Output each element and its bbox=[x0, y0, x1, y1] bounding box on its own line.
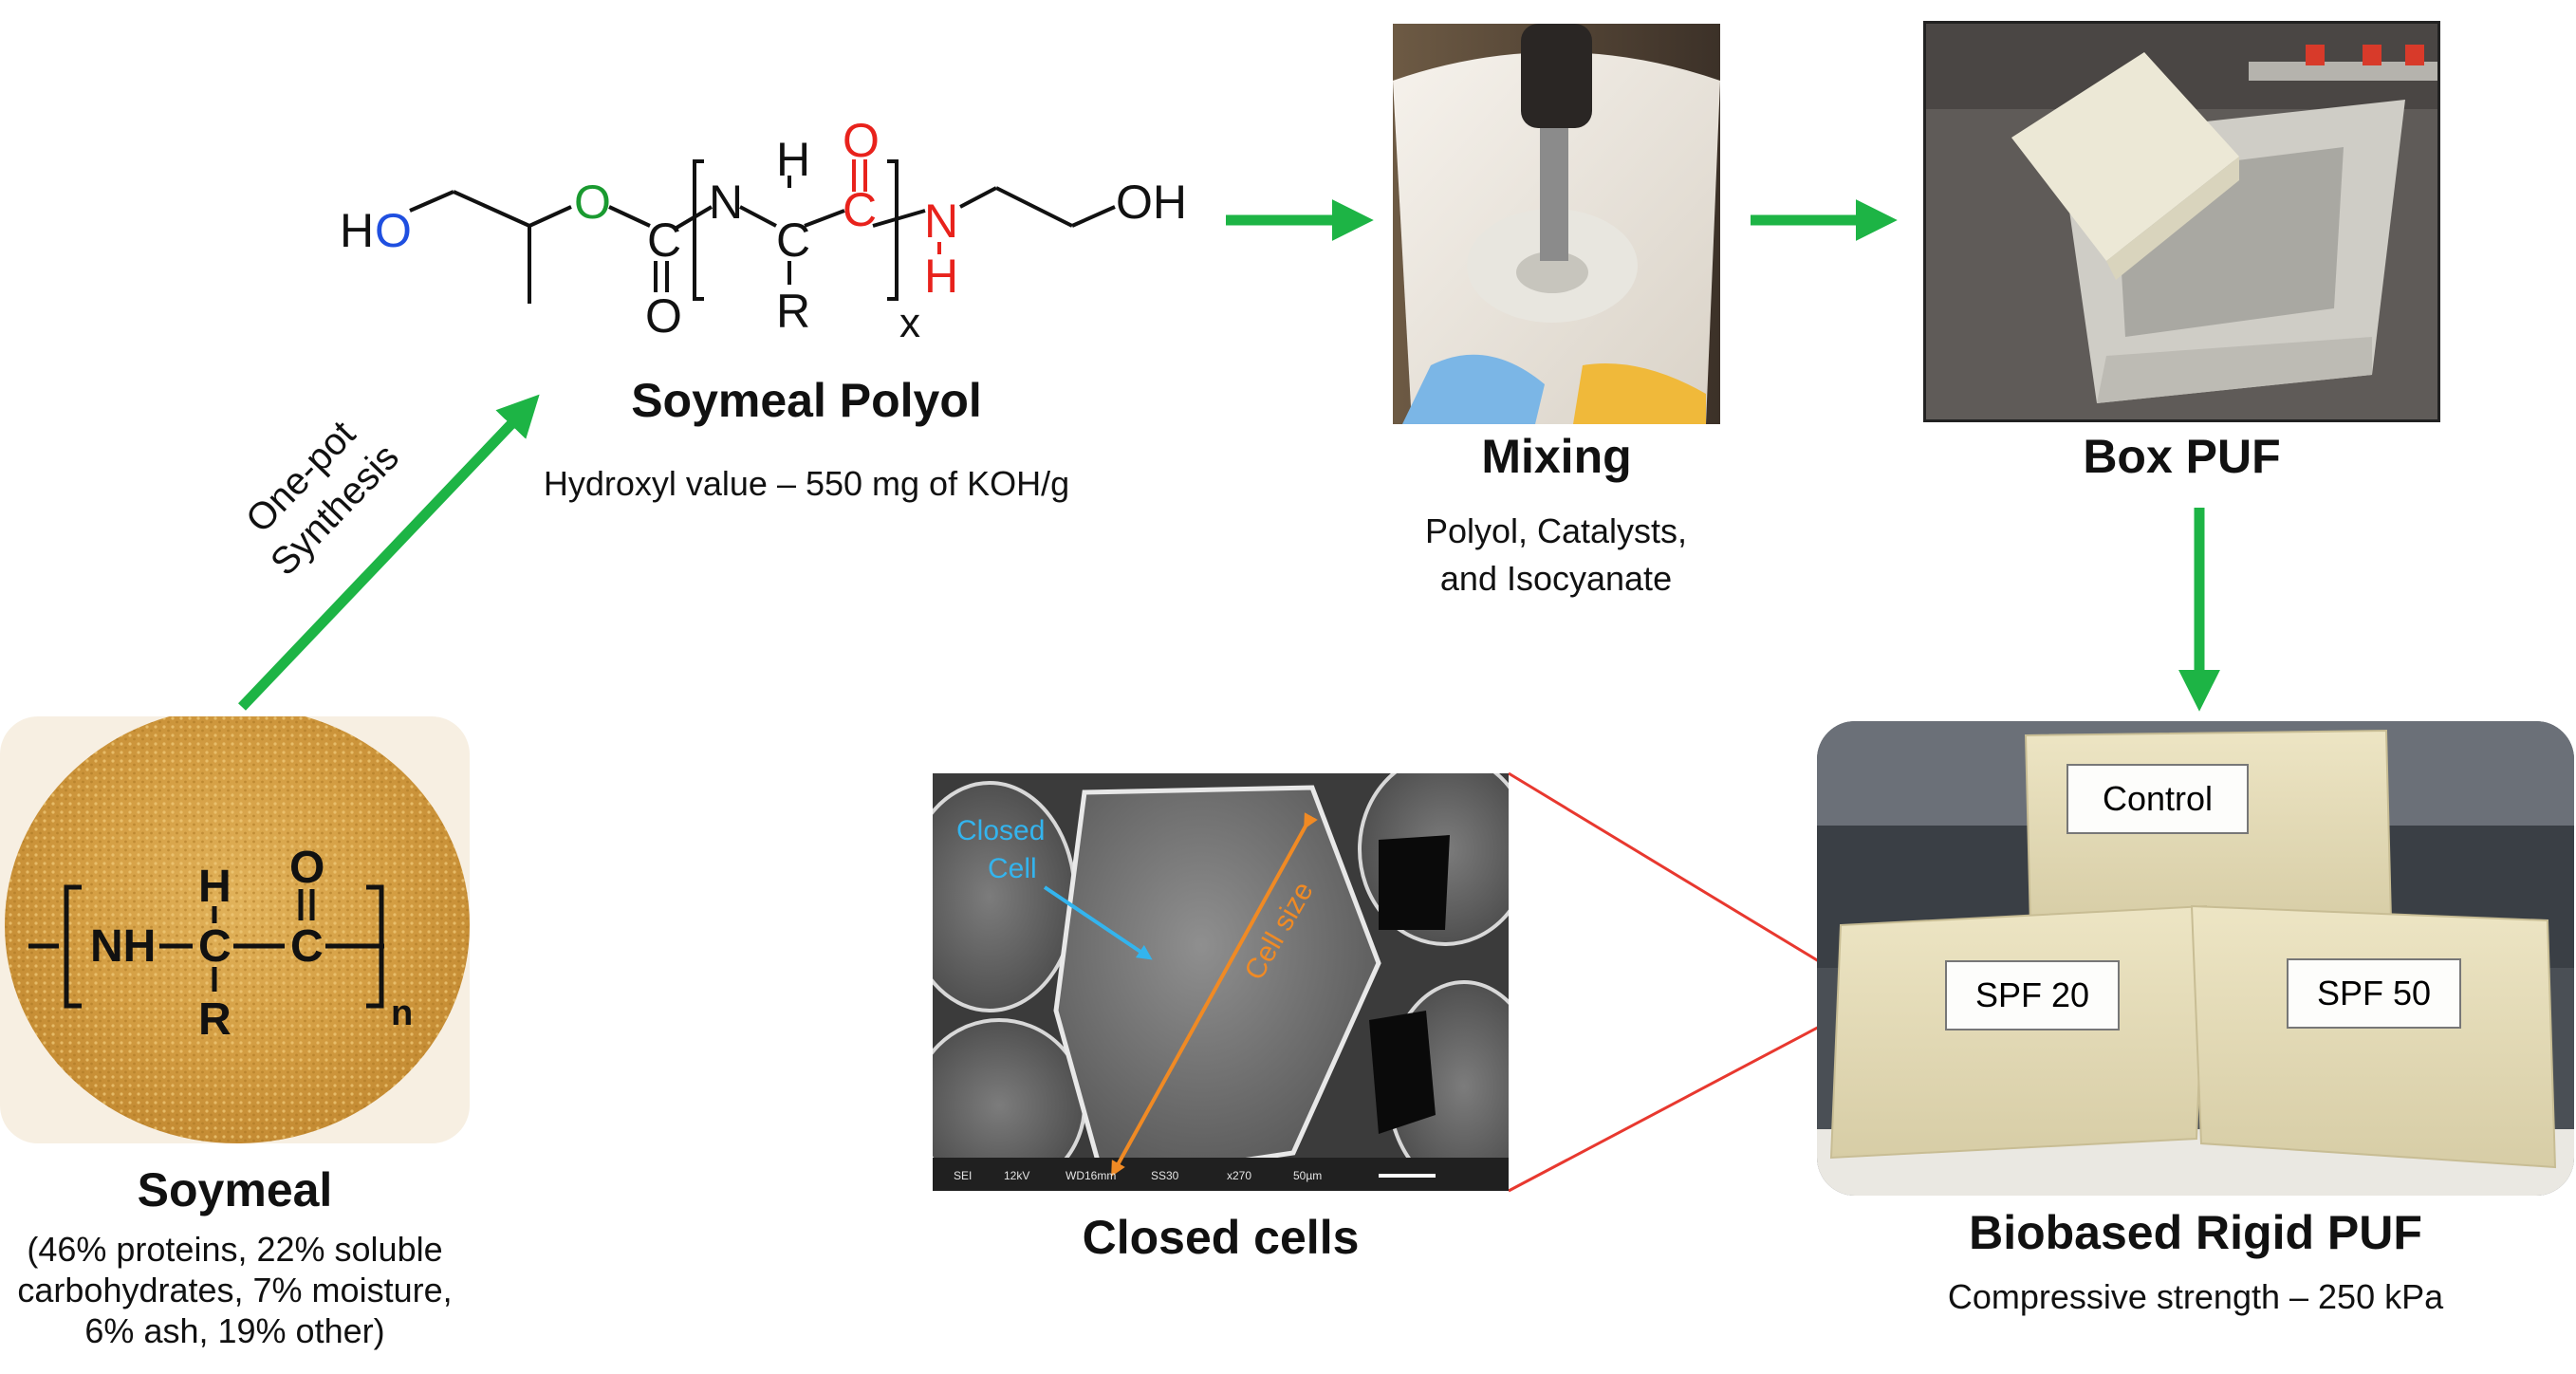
sem-info-6: 50µm bbox=[1293, 1169, 1322, 1182]
cell-size-label: Cell size bbox=[1238, 877, 1319, 986]
zoom-line-bottom bbox=[1508, 994, 1878, 1193]
polyol-ho-h: H bbox=[340, 204, 374, 257]
mixing-line-2: and Isocyanate bbox=[1439, 559, 1673, 598]
soy-c2: C bbox=[290, 921, 324, 972]
rigid-puf-strength: Compressive strength – 250 kPa bbox=[1947, 1277, 2444, 1316]
polyol-ester-c: C bbox=[647, 214, 681, 267]
closed-cell-label-1: Closed bbox=[956, 815, 1045, 846]
mixing-title: Mixing bbox=[1481, 430, 1632, 483]
closed-cells-title: Closed cells bbox=[1082, 1211, 1360, 1264]
sem-overlay: Closed Cell Cell size SEI 12kV WD16mm SS… bbox=[954, 812, 1436, 1182]
box-puf-title: Box PUF bbox=[2083, 430, 2281, 483]
soymeal-composition-line-3: 6% ash, 19% other) bbox=[84, 1311, 385, 1350]
soy-r: R bbox=[198, 994, 232, 1045]
polyol-amide-c: C bbox=[843, 183, 877, 236]
soymeal-structure: NH C H R C O n bbox=[28, 843, 413, 1045]
soy-nh: NH bbox=[90, 921, 156, 972]
polyol-r: R bbox=[776, 285, 810, 338]
mixing-photo bbox=[1393, 24, 1720, 424]
soymeal-composition: (46% proteins, 22% soluble carbohydrates… bbox=[0, 1229, 470, 1351]
box-puf-photo bbox=[1923, 21, 2440, 422]
mixing-line-1: Polyol, Catalysts, bbox=[1424, 511, 1688, 550]
polyol-nh-h: H bbox=[776, 133, 810, 186]
closed-cell-arrow bbox=[1043, 885, 1153, 960]
zoom-line-top bbox=[1508, 771, 1878, 998]
soymeal-photo: NH C H R C O n bbox=[0, 716, 470, 1143]
polyol-structure: H O O C O N H C R C O N H OH x bbox=[340, 114, 1187, 346]
synthesis-arrow bbox=[238, 394, 540, 711]
cell-size-arrow bbox=[1111, 812, 1318, 1177]
spf50-sample-label: SPF 50 bbox=[2287, 958, 2461, 1029]
polyol-alpha-c: C bbox=[776, 214, 810, 267]
sem-info-4: SS30 bbox=[1151, 1169, 1179, 1182]
polyol-ester-o: O bbox=[574, 176, 611, 229]
polyol-amide-n: N bbox=[924, 195, 958, 248]
closed-cell-label-2: Cell bbox=[988, 853, 1037, 884]
sem-photo: Closed Cell Cell size SEI 12kV WD16mm SS… bbox=[933, 773, 1509, 1191]
polyol-title: Soymeal Polyol bbox=[631, 374, 982, 427]
soy-o: O bbox=[289, 843, 324, 893]
soy-n: n bbox=[391, 993, 413, 1033]
spf20-sample-label: SPF 20 bbox=[1945, 960, 2120, 1030]
polyol-nh-n: N bbox=[709, 176, 743, 229]
soymeal-composition-line-2: carbohydrates, 7% moisture, bbox=[17, 1271, 453, 1309]
polyol-oh: OH bbox=[1116, 176, 1187, 229]
polyol-x: x bbox=[899, 300, 920, 346]
polyol-amide-h: H bbox=[924, 250, 958, 303]
sem-info-1: SEI bbox=[954, 1169, 972, 1182]
control-sample-label: Control bbox=[2066, 764, 2249, 834]
soymeal-title: Soymeal bbox=[137, 1163, 333, 1216]
polyol-hydroxyl: Hydroxyl value – 550 mg of KOH/g bbox=[543, 464, 1070, 503]
polyol-ester-dbl-o: O bbox=[645, 289, 682, 343]
soymeal-composition-line-1: (46% proteins, 22% soluble bbox=[27, 1230, 443, 1269]
polyol-amide-o: O bbox=[843, 114, 880, 167]
sem-info-3: WD16mm bbox=[1066, 1169, 1116, 1182]
mixing-description: Polyol, Catalysts, and Isocyanate bbox=[1357, 508, 1755, 603]
soy-h: H bbox=[198, 862, 232, 912]
sem-info-5: x270 bbox=[1227, 1169, 1251, 1182]
rigid-puf-title: Biobased Rigid PUF bbox=[1969, 1206, 2422, 1259]
soy-c1: C bbox=[198, 921, 232, 972]
sem-info-2: 12kV bbox=[1004, 1169, 1029, 1182]
polyol-ho-o: O bbox=[375, 204, 412, 257]
